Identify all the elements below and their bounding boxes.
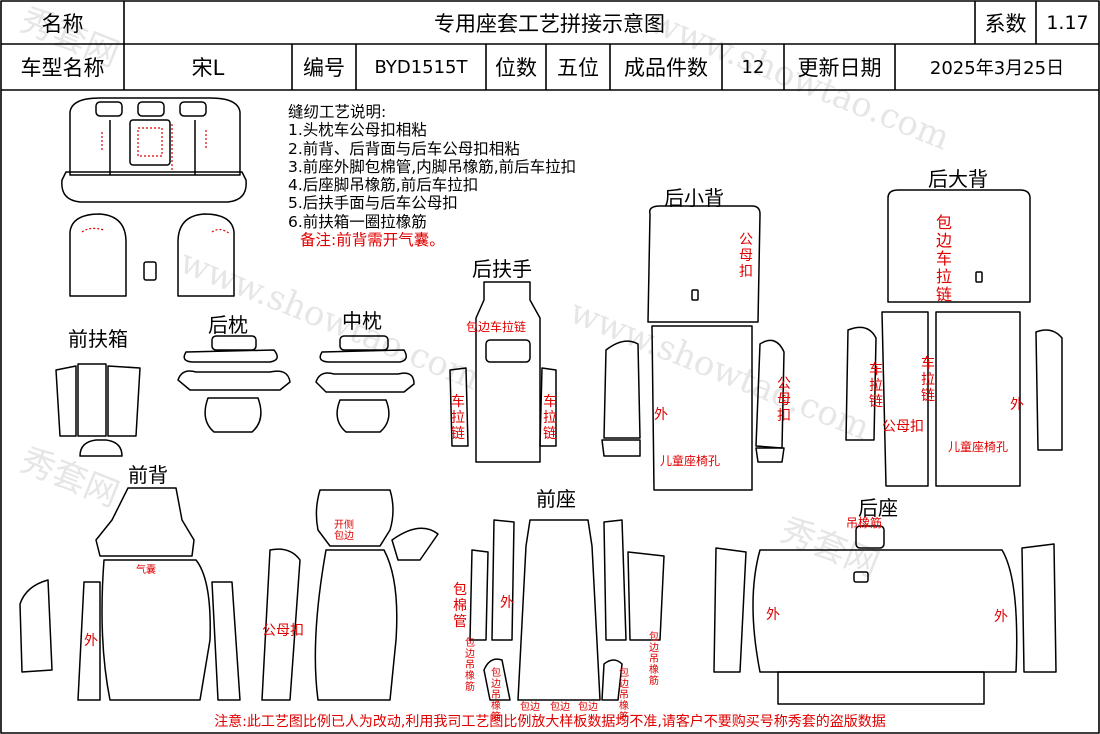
rear-armrest-pattern (449, 281, 557, 463)
name-label: 名称 (41, 11, 84, 36)
annotation-edge-elastic: 包边吊橡筋 (649, 632, 659, 687)
annotation-zipper: 车拉链 (921, 356, 935, 404)
note-line: 2.前背、后背面与后车公母扣相粘 (288, 139, 520, 158)
seat-value: 五位 (557, 56, 599, 80)
annotation-child-seat-hole: 儿童座椅孔 (660, 454, 721, 468)
annotation-snap: 公母扣 (882, 419, 924, 435)
annotation-edge: 包边 (550, 702, 570, 713)
annotation-edge: 包边 (520, 702, 540, 713)
annotation-outer: 外 (84, 633, 98, 649)
code-value: BYD1515T (374, 56, 468, 78)
code-label: 编号 (303, 56, 345, 80)
rear-small-back-pattern (601, 205, 785, 491)
model-label: 车型名称 (20, 56, 105, 80)
seat-overview-icon (61, 97, 247, 297)
rear-big-back-pattern (845, 189, 1063, 487)
notes-heading: 缝纫工艺说明: (288, 103, 387, 121)
pieces-value: 12 (741, 56, 765, 78)
rear-headrest-pattern (177, 335, 291, 433)
annotation-zipper: 车拉链 (451, 394, 465, 442)
annotation-zipper: 车拉链 (543, 394, 557, 442)
annotation-child-seat-hole: 儿童座椅孔 (948, 440, 1009, 454)
section-title-front-back: 前背 (128, 463, 168, 487)
sewing-notes: 缝纫工艺说明: 1.头枕车公母扣相粘 2.前背、后背面与后车公母扣相粘 3.前座… (288, 103, 576, 249)
annotation-edge-elastic: 包边吊橡筋 (619, 668, 629, 723)
annotation-edge: 包边 (578, 702, 598, 713)
seat-label: 位数 (495, 56, 537, 80)
coef-value: 1.17 (1046, 11, 1089, 34)
annotation-outer: 外 (500, 595, 514, 611)
note-line: 3.前座外脚包棉管,内脚吊橡筋,前后车拉扣 (288, 157, 577, 176)
section-title-front-seat: 前座 (536, 487, 576, 511)
annotation-outer: 外 (1010, 397, 1024, 413)
note-line: 4.后座脚吊橡筋,前后车拉扣 (288, 176, 479, 195)
annotation-snap: 公母扣 (739, 232, 753, 280)
section-title-rear-headrest: 后枕 (208, 313, 248, 337)
front-seat-pattern (469, 519, 665, 701)
section-title-rear-armrest: 后扶手 (472, 257, 532, 281)
section-title-rear-seat: 后座 (858, 496, 898, 520)
pieces-label: 成品件数 (624, 56, 708, 80)
annotation-edge-zipper-vertical: 包边车拉链 (936, 213, 953, 304)
annotation-outer: 外 (994, 609, 1008, 625)
section-title-front-armbox: 前扶箱 (68, 327, 128, 351)
front-back-right-pattern (261, 489, 439, 701)
annotation-edge-elastic: 包边吊橡筋 (465, 638, 475, 693)
front-armbox-pattern (55, 363, 141, 457)
coef-label: 系数 (984, 11, 1027, 36)
page-title: 专用座套工艺拼接示意图 (434, 11, 665, 36)
footer-warning: 注意:此工艺图比例已人为改动,利用我司工艺图比例放大样板数据均不准,请客户不要购… (214, 714, 886, 730)
rear-seat-pattern (713, 525, 1057, 705)
notes-remark: 备注:前背需开气囊。 (300, 231, 445, 250)
annotation-airbag: 气囊 (136, 565, 156, 576)
note-line: 5.后扶手面与后车公母扣 (288, 194, 458, 213)
front-back-left-pattern (19, 487, 241, 701)
annotation-open-edge: 开侧包边 (334, 520, 354, 542)
date-label: 更新日期 (797, 56, 882, 80)
section-title-rear-big-back: 后大背 (928, 167, 988, 191)
date-value: 2025年3月25日 (929, 58, 1065, 79)
annotation-zipper: 车拉链 (869, 362, 883, 410)
model-value: 宋L (191, 56, 225, 80)
mid-headrest-pattern (315, 335, 415, 433)
section-title-rear-small-back: 后小背 (664, 186, 724, 210)
annotation-cotton-pipe: 包棉管 (453, 582, 467, 630)
annotation-outer: 外 (654, 407, 668, 423)
section-title-mid-headrest: 中枕 (342, 309, 382, 333)
annotation-elastic: 吊橡筋 (846, 516, 883, 530)
annotation-edge-zipper: 包边车拉链 (466, 320, 527, 334)
note-line: 1.头枕车公母扣相粘 (288, 121, 427, 140)
annotation-snap: 公母扣 (777, 376, 791, 424)
annotation-snap: 公母扣 (262, 623, 304, 639)
annotation-edge-elastic: 包边吊橡筋 (491, 668, 501, 723)
note-line: 6.前扶箱一圈拉橡筋 (288, 212, 427, 231)
annotation-outer: 外 (766, 607, 780, 623)
